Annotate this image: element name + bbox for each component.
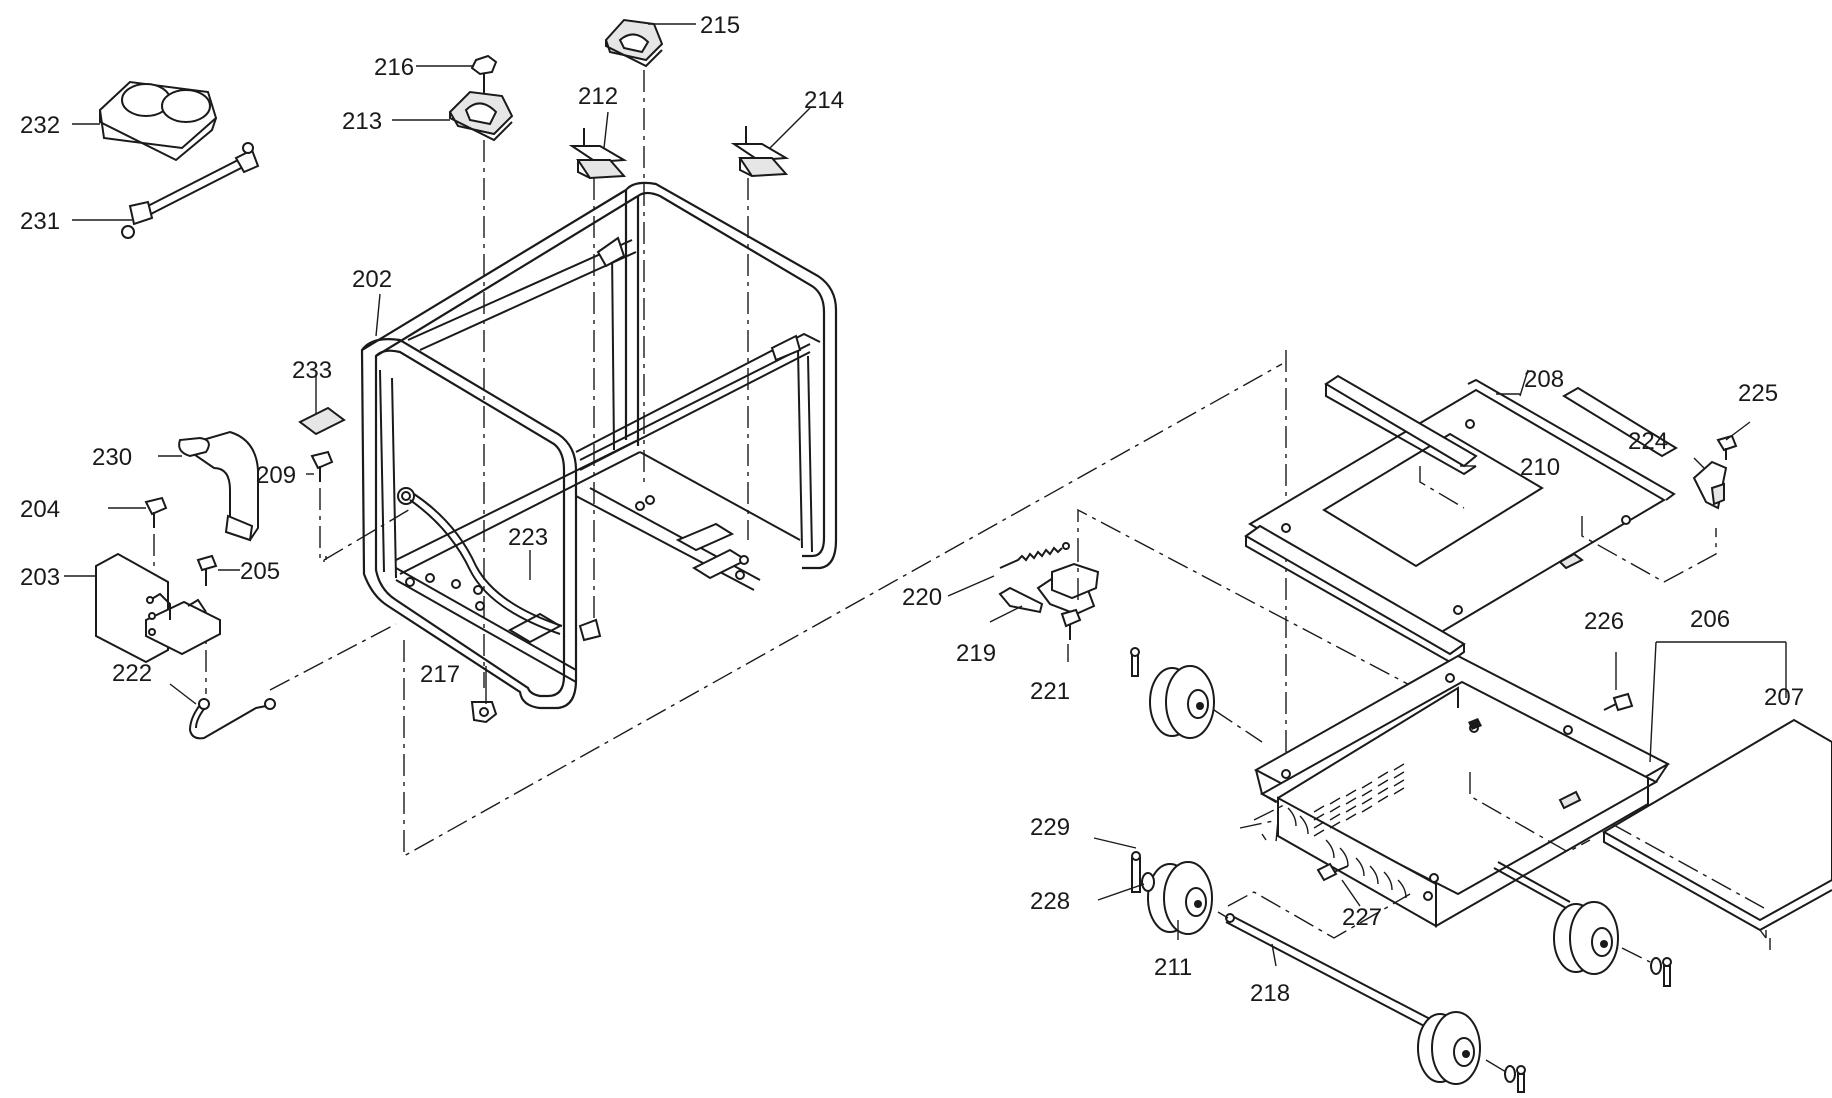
part-226-screw [1603,692,1634,712]
part-217-grommet [470,701,498,724]
part-228-washer [1141,872,1662,1083]
part-214-mount [730,126,790,178]
label-210: 210 [1520,454,1560,481]
label-225: 225 [1738,380,1778,407]
label-208: 208 [1524,366,1564,393]
part-225-screw [1716,434,1738,460]
part-215-mount [604,18,664,68]
label-231: 231 [20,208,60,235]
label-228: 228 [1030,888,1070,915]
label-226: 226 [1584,608,1624,635]
part-206-cradle [1253,654,1671,928]
part-210-bar [1244,374,1478,664]
label-204: 204 [20,496,60,523]
part-231-cable [121,142,260,239]
part-207-mat [1601,718,1832,932]
part-233-label [298,406,346,436]
part-227-screw [1316,862,1349,882]
part-219-lever [998,562,1100,616]
label-221: 221 [1030,678,1070,705]
wheel-rear-left [1149,665,1215,739]
label-207: 207 [1764,684,1804,711]
part-202-frame [360,181,838,710]
part-204-bolt [144,496,168,528]
label-206: 206 [1690,606,1730,633]
part-208-plate [1248,378,1678,636]
label-229: 229 [1030,814,1070,841]
label-214: 214 [804,87,844,114]
label-212: 212 [578,83,618,110]
label-224: 224 [1628,428,1668,455]
label-203: 203 [20,564,60,591]
part-221-screw [1060,608,1082,640]
label-205: 205 [240,558,280,585]
wheel-front-right [1553,901,1619,975]
label-213: 213 [342,108,382,135]
label-209: 209 [256,462,296,489]
wheel-rear-right [1417,1011,1481,1085]
label-202: 202 [352,266,392,293]
part-212-mount [568,128,628,180]
label-232: 232 [20,112,60,139]
part-224-latch [1692,460,1728,510]
label-211: 211 [1154,954,1192,981]
label-219: 219 [956,640,996,667]
part-213-mount [448,74,514,142]
part-222-wire [188,698,276,740]
part-216-nut [470,54,498,76]
label-230: 230 [92,444,132,471]
label-218: 218 [1250,980,1290,1007]
part-203-bracket [95,552,221,664]
part-230-strap [178,430,259,542]
label-222: 222 [112,660,152,687]
label-215: 215 [700,12,740,39]
label-220: 220 [902,584,942,611]
part-232-cover [98,80,218,162]
label-233: 233 [292,357,332,384]
part-229-pin [1130,647,1672,1093]
leader-lines [64,23,1787,967]
part-209-bolt [310,450,334,482]
part-number-labels: 232 231 216 213 215 212 214 202 233 230 … [20,12,1804,1007]
part-220-spring [999,542,1070,569]
label-227: 227 [1342,904,1382,931]
part-223-wire [409,493,563,635]
label-217: 217 [420,661,460,688]
part-205-bolt [196,554,218,586]
label-223: 223 [508,524,548,551]
label-216: 216 [374,54,414,81]
part-211-wheel [1147,861,1213,935]
